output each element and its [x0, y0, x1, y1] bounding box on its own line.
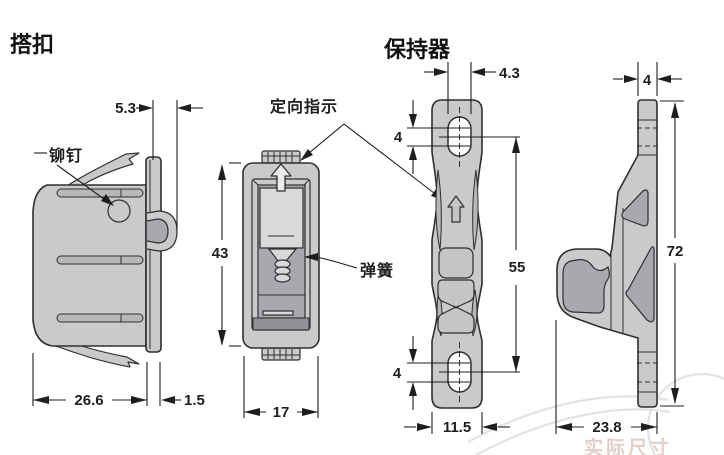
dim-value: 4	[643, 72, 652, 89]
latch-bottom-tab	[261, 347, 301, 361]
watermark-curve	[475, 408, 671, 455]
watermark-text: 实际尺寸	[584, 436, 672, 455]
orientation-label: 定向指示	[269, 97, 338, 116]
dim-flange-thickness: 1.5	[159, 362, 205, 409]
dim-value: 72	[667, 243, 684, 260]
dim-value: 26.6	[74, 392, 103, 409]
dim-latch-height: 43	[212, 162, 241, 347]
recess-bottom-band	[252, 317, 310, 331]
arrowhead	[177, 104, 191, 112]
arrowhead	[409, 146, 417, 160]
dim-slot-width: 4.3	[424, 62, 520, 114]
arrowhead	[556, 423, 572, 431]
center-emboss-lower	[437, 306, 475, 334]
spring-callout: 弹簧	[304, 253, 394, 280]
arrowhead	[244, 408, 260, 416]
dim-plate-thickness: 4	[613, 62, 682, 96]
arrowhead	[302, 408, 318, 416]
arrowhead	[409, 382, 417, 396]
orientation-arrow-mark	[270, 163, 292, 192]
leader-line	[316, 256, 358, 269]
retainer-side-view: 4 72 23.8	[555, 62, 684, 436]
leader-line	[308, 123, 345, 154]
dim-hook-offset: 5.3	[115, 100, 203, 230]
arrowhead	[471, 68, 485, 76]
arrowhead	[641, 423, 657, 431]
dim-value: 1.5	[184, 392, 205, 409]
embossed-orientation-arrow	[447, 195, 465, 223]
dim-value: 11.5	[443, 419, 471, 436]
dim-value: 4	[393, 365, 402, 382]
spring	[267, 248, 298, 283]
dim-overall-depth: 23.8	[555, 320, 658, 436]
arrowhead	[131, 396, 147, 404]
recess-bar	[262, 310, 294, 316]
arrowhead	[218, 164, 226, 180]
arrowhead	[434, 68, 448, 76]
arrowhead	[671, 102, 679, 118]
dim-value: 23.8	[592, 419, 621, 436]
latch-hook-loop-inner	[146, 218, 169, 244]
spring-label: 弹簧	[360, 261, 394, 280]
arrowhead	[161, 396, 175, 404]
leader-arrowhead	[300, 149, 313, 161]
latch-body-side	[32, 184, 147, 347]
dim-value: 55	[509, 259, 526, 276]
dim-value: 4	[394, 129, 403, 146]
arrowhead	[512, 137, 520, 153]
leader-line	[56, 164, 105, 200]
retainer-front-view: 4.3 4 55 4	[393, 62, 526, 436]
latch-rib-slots	[56, 188, 144, 323]
arrowhead	[671, 388, 679, 404]
rib-slot	[56, 313, 144, 323]
side-slit	[472, 169, 479, 251]
dim-body-width: 26.6	[32, 353, 148, 409]
latch-front-view: 43 17 定向指示 弹簧	[212, 97, 444, 421]
latch-side-view: 铆钉 5.3 26.6 1.5	[32, 100, 205, 409]
dim-retainer-width: 11.5	[404, 412, 510, 436]
spring-coil	[274, 273, 291, 283]
leader-line	[343, 123, 435, 194]
dim-latch-width: 17	[243, 356, 319, 421]
arrowhead	[512, 356, 520, 372]
latch-top-tab	[261, 150, 301, 164]
orientation-callout: 定向指示	[269, 97, 444, 200]
rivet-label: 铆钉	[49, 146, 83, 165]
latch-title: 搭扣	[10, 32, 54, 57]
side-recess-triangle	[625, 246, 655, 323]
arrowhead	[139, 104, 153, 112]
dim-value: 43	[212, 245, 229, 262]
rib-slot	[56, 255, 144, 265]
arrowhead	[657, 75, 671, 83]
arrowhead	[482, 423, 497, 431]
arrowhead	[33, 396, 49, 404]
dim-hole-spacing: 55	[509, 137, 526, 372]
arrowhead	[417, 423, 432, 431]
side-slit	[435, 169, 442, 251]
rivet-callout: 铆钉	[34, 146, 114, 206]
dim-top-slot-length: 4	[394, 100, 470, 174]
side-recess-triangle	[621, 189, 649, 227]
dim-value: 4.3	[499, 65, 520, 82]
center-emboss-upper	[438, 247, 474, 279]
dim-bottom-slot-length: 4	[393, 336, 470, 410]
dim-value: 5.3	[115, 100, 136, 117]
latch-flange	[145, 156, 162, 353]
leader-arrowhead	[304, 253, 318, 261]
dim-value: 17	[273, 404, 290, 421]
dim-overall-height: 72	[660, 100, 684, 407]
arrowhead	[218, 330, 226, 346]
latch-button	[259, 187, 304, 249]
leader-arrowhead	[101, 194, 114, 206]
hook-recess	[562, 259, 610, 314]
arrowhead	[624, 75, 638, 83]
arrowhead	[409, 349, 417, 363]
retainer-title: 保持器	[383, 37, 451, 62]
watermark: 实际尺寸	[467, 372, 724, 455]
arrowhead	[409, 114, 417, 128]
